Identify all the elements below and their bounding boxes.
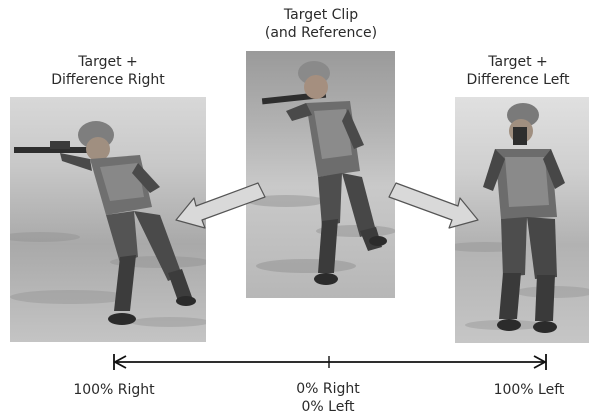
caption-target-clip-line1: Target Clip: [283, 7, 359, 23]
soldier-right-image: [455, 97, 589, 343]
blend-scale: [113, 354, 547, 370]
caption-difference-right-line1: Target +: [78, 54, 138, 70]
scale-label-center: 0% Right 0% Left: [258, 380, 398, 416]
scale-label-100-left: 100% Left: [493, 382, 565, 398]
caption-difference-right-line2: Difference Right: [51, 72, 165, 88]
soldier-center-image: [246, 51, 395, 298]
caption-target-clip-line2: (and Reference): [264, 25, 378, 41]
caption-difference-left: Target + Difference Left: [446, 53, 590, 89]
clip-image-target-reference: [246, 51, 395, 298]
clip-image-difference-right: [10, 97, 206, 342]
scale-label-0-left: 0% Left: [301, 399, 355, 415]
clip-image-difference-left: [455, 97, 589, 343]
soldier-left-image: [10, 97, 206, 342]
scale-label-100-right: 100% Right: [73, 382, 155, 398]
caption-target-clip: Target Clip (and Reference): [226, 6, 416, 42]
double-arrow-scale-icon: [113, 354, 547, 370]
caption-difference-left-line1: Target +: [488, 54, 548, 70]
caption-difference-right: Target + Difference Right: [10, 53, 206, 89]
scale-label-0-right: 0% Right: [296, 381, 360, 397]
caption-difference-left-line2: Difference Left: [466, 72, 570, 88]
